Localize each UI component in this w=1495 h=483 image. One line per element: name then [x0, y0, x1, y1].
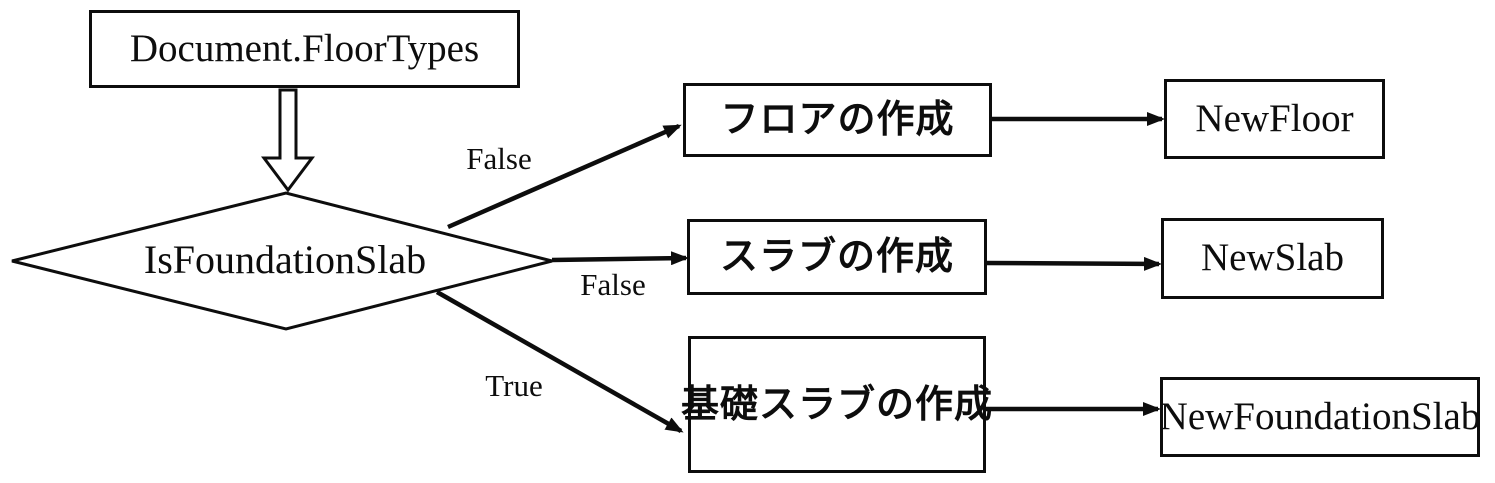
node-process-create-slab-label: スラブの作成: [719, 234, 954, 279]
branch-arrow-false-floor: [447, 123, 682, 230]
node-decision-label: IsFoundationSlab: [143, 237, 427, 282]
branch-condition-false-slab: False: [580, 267, 646, 302]
node-result-newfoundationslab: NewFoundationSlab: [1160, 377, 1480, 457]
branch-arrow-true-foundation-slab: [435, 290, 684, 433]
node-result-newfloor: NewFloor: [1164, 79, 1385, 159]
node-process-create-floor-label: フロアの作成: [720, 97, 955, 142]
node-result-newslab: NewSlab: [1161, 218, 1384, 299]
node-process-create-foundation-slab: 基礎スラブの作成: [681, 336, 992, 473]
node-start: Document.FloorTypes: [89, 10, 520, 88]
node-result-newfoundationslab-label: NewFoundationSlab: [1159, 394, 1481, 438]
node-result-newslab-label: NewSlab: [1201, 236, 1344, 280]
node-result-newfloor-label: NewFloor: [1195, 96, 1354, 140]
node-process-create-slab: スラブの作成: [687, 219, 987, 295]
branch-condition-true-foundation-slab: True: [485, 368, 543, 403]
decision-diamond-shape: [11, 191, 553, 331]
node-process-create-foundation-slab-label: 基礎スラブの作成: [681, 381, 994, 426]
node-process-create-floor: フロアの作成: [683, 83, 992, 157]
start-to-decision-hollow-arrow: [261, 88, 315, 193]
node-start-label: Document.FloorTypes: [129, 26, 480, 70]
branch-condition-false-floor: False: [466, 141, 532, 176]
branch-arrow-false-slab: [551, 251, 689, 266]
connector-arrow-slab-to-newslab: [984, 256, 1162, 271]
